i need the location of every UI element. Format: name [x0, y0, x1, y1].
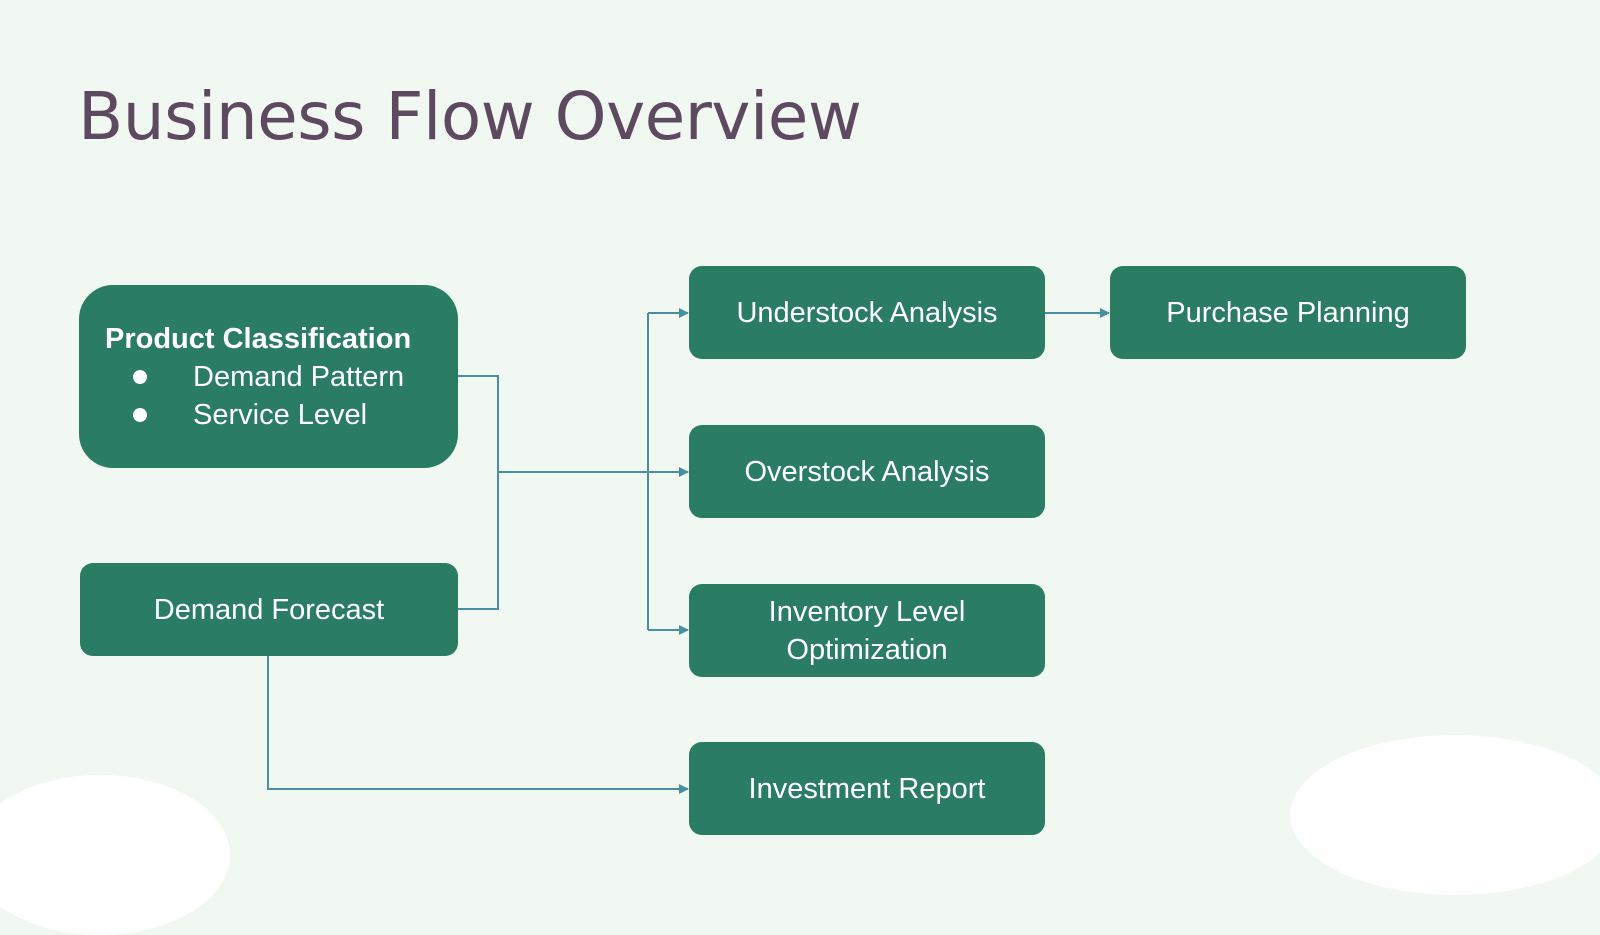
node-product-classification-title: Product Classification	[105, 322, 412, 355]
connector-product-classification-out	[458, 375, 499, 472]
node-investment-report: Investment Report	[689, 742, 1045, 835]
node-understock-analysis: Understock Analysis	[689, 266, 1045, 359]
node-demand-forecast: Demand Forecast	[80, 563, 458, 656]
node-overstock-analysis: Overstock Analysis	[689, 425, 1045, 518]
node-understock-analysis-label: Understock Analysis	[736, 296, 998, 329]
connector-to-investment-report	[267, 656, 689, 794]
list-item: Service Level	[105, 396, 404, 434]
product-classification-list: Demand Pattern Service Level	[105, 358, 404, 434]
slide-title: Business Flow Overview	[78, 78, 862, 155]
node-purchase-planning-label: Purchase Planning	[1166, 296, 1410, 329]
label-line-2: Optimization	[786, 633, 948, 666]
node-overstock-analysis-label: Overstock Analysis	[744, 455, 990, 488]
bullet-icon	[133, 407, 147, 422]
node-inventory-level-optimization-label: Inventory Level Optimization	[769, 593, 966, 669]
list-item-label: Demand Pattern	[193, 360, 405, 393]
connector-demand-forecast-out	[458, 472, 499, 610]
node-product-classification: Product Classification Demand Pattern Se…	[79, 285, 458, 468]
node-purchase-planning: Purchase Planning	[1110, 266, 1466, 359]
flow-connectors	[267, 308, 1110, 794]
label-line-1: Inventory Level	[768, 595, 966, 628]
slide: Business Flow Overview	[0, 78, 1600, 935]
bullet-icon	[133, 369, 147, 384]
list-item: Demand Pattern	[105, 358, 404, 396]
list-item-label: Service Level	[193, 398, 368, 431]
node-demand-forecast-label: Demand Forecast	[153, 593, 385, 626]
decorative-blob-right	[1290, 735, 1600, 895]
node-investment-report-label: Investment Report	[748, 772, 986, 805]
node-inventory-level-optimization: Inventory Level Optimization	[689, 584, 1045, 677]
